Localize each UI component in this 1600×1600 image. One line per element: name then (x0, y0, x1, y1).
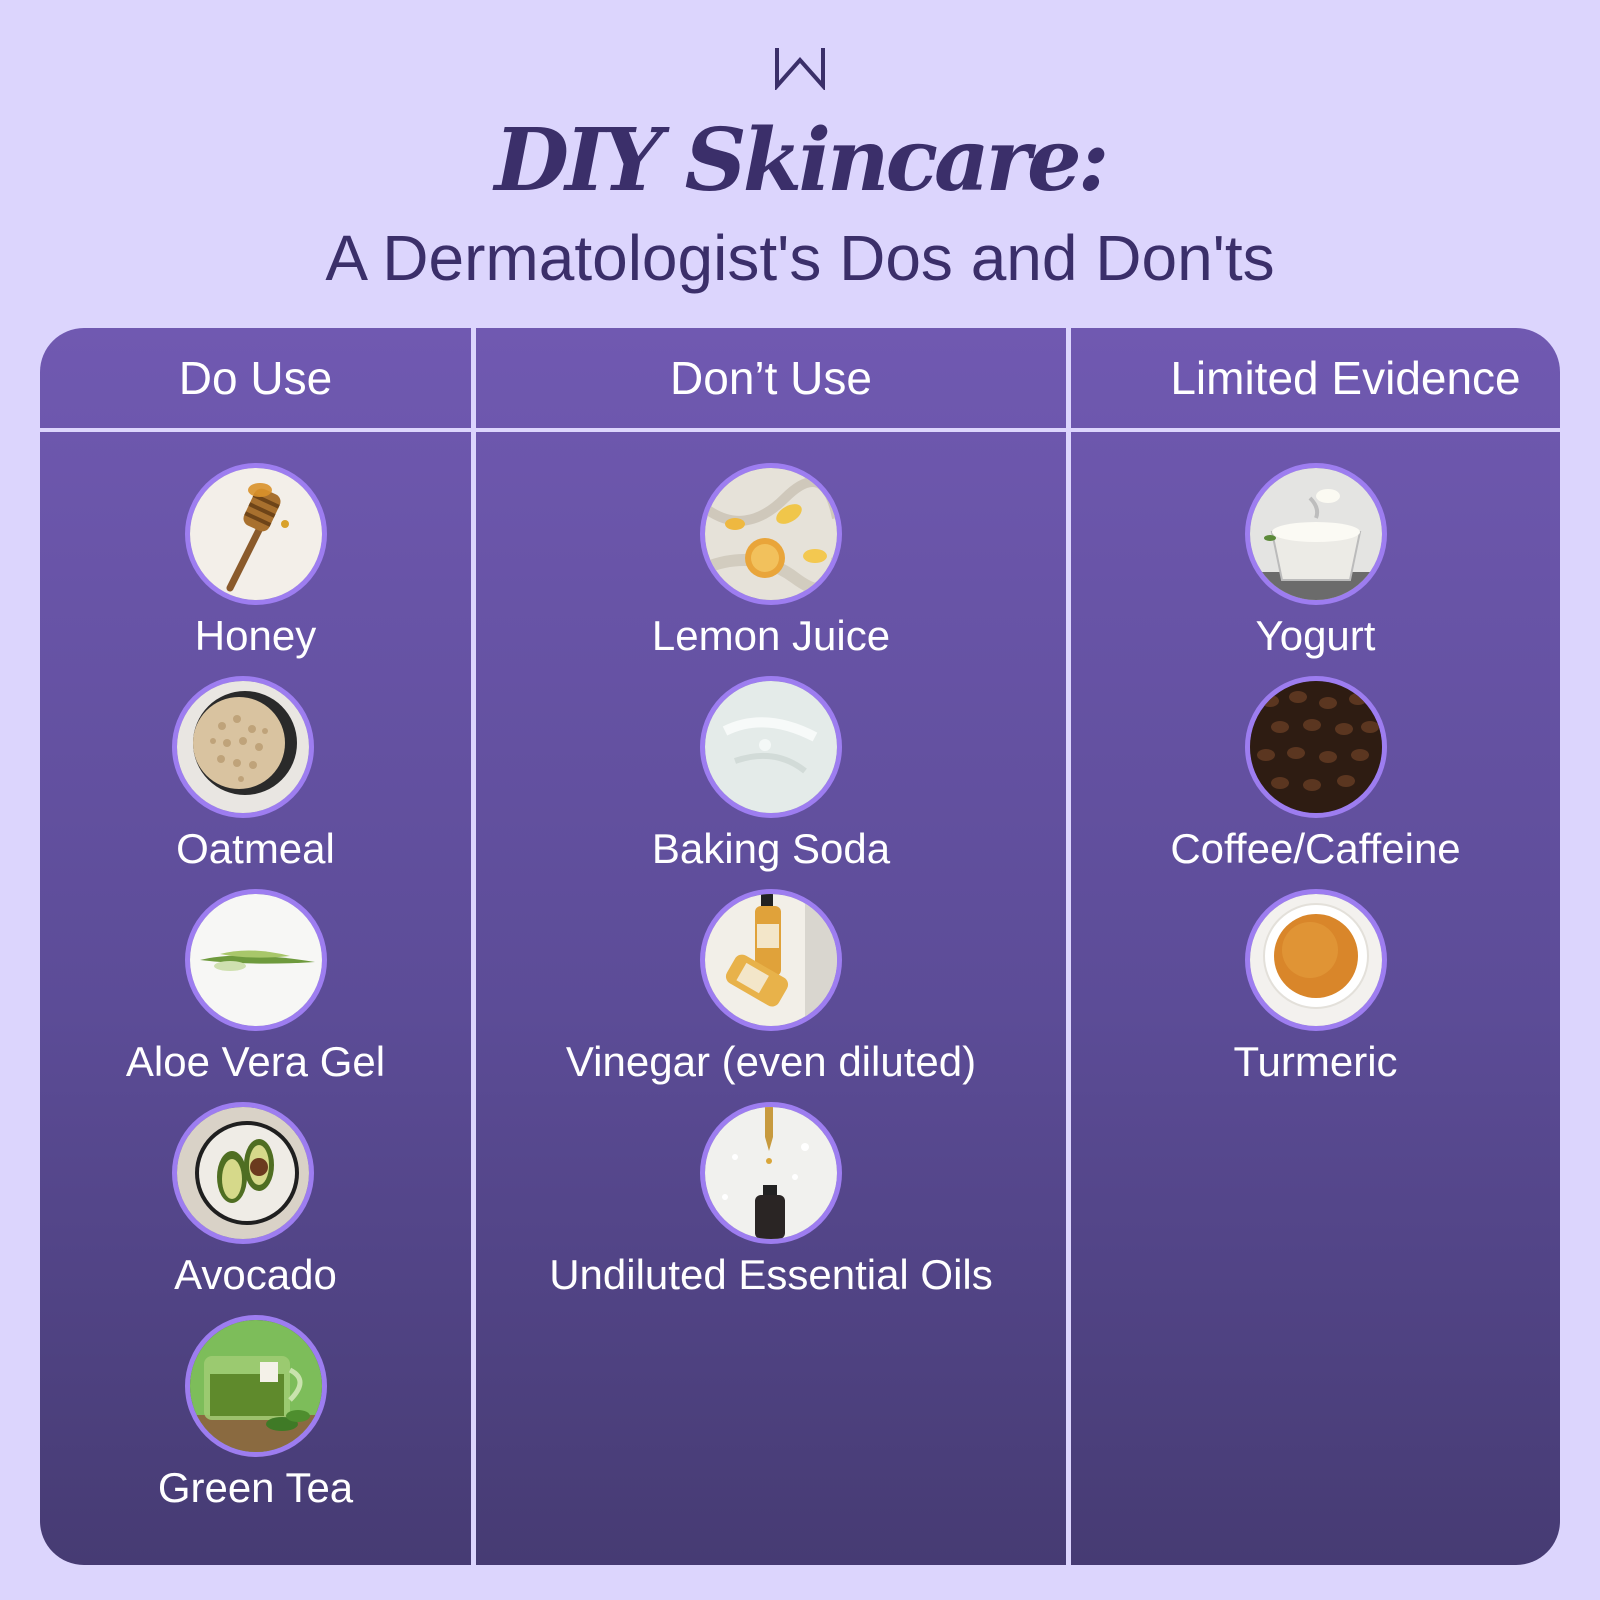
list-item-coffee: Coffee/Caffeine (1071, 676, 1560, 886)
list-item-green-tea: Green Tea (40, 1315, 471, 1525)
column-heading-do-use: Do Use (178, 352, 333, 404)
column-divider (471, 328, 476, 1565)
list-item-lemon-juice: Lemon Juice (476, 463, 1066, 673)
page-title: DIY Skincare: (494, 110, 1110, 211)
column-dont-use: Don’t Use Lemon Juice (476, 328, 1066, 1565)
item-label: Turmeric (1233, 1038, 1398, 1085)
list-item-baking-soda: Baking Soda (476, 676, 1066, 886)
column-do-use: Do Use Honey (40, 328, 471, 1565)
item-label: Baking Soda (651, 825, 891, 872)
column-heading-limited-evidence: Limited Evidence (1170, 352, 1521, 404)
coffee-beans-icon (1244, 676, 1387, 818)
list-item-essential-oils: Undiluted Essential Oils (476, 1102, 1066, 1312)
item-label: Undiluted Essential Oils (549, 1251, 993, 1298)
header-divider (40, 428, 1560, 432)
lemon-icon (700, 463, 842, 605)
column-divider (1066, 328, 1071, 1565)
column-heading-dont-use: Don’t Use (670, 352, 872, 404)
ingredients-table: Do Use Honey (40, 328, 1560, 1565)
item-label: Honey (194, 612, 317, 659)
list-item-vinegar: Vinegar (even diluted) (476, 889, 1066, 1099)
item-label: Yogurt (1255, 612, 1376, 659)
item-label: Vinegar (even diluted) (565, 1038, 977, 1085)
item-label: Green Tea (157, 1464, 354, 1511)
oatmeal-bowl-icon (171, 676, 314, 818)
list-item-avocado: Avocado (40, 1102, 471, 1312)
list-item-honey: Honey (40, 463, 471, 673)
list-item-aloe-vera-gel: Aloe Vera Gel (40, 889, 471, 1099)
honey-dipper-icon (184, 463, 327, 605)
list-item-turmeric: Turmeric (1071, 889, 1560, 1099)
item-label: Oatmeal (176, 825, 335, 872)
item-label: Aloe Vera Gel (125, 1038, 386, 1085)
item-label: Coffee/Caffeine (1170, 825, 1461, 872)
turmeric-bowl-icon (1244, 889, 1387, 1031)
yogurt-bowl-icon (1244, 463, 1387, 605)
vinegar-bottle-icon (700, 889, 842, 1031)
column-limited-evidence: Limited Evidence Yogurt (1071, 328, 1560, 1565)
item-label: Lemon Juice (651, 612, 891, 659)
aloe-vera-icon (184, 889, 327, 1031)
list-item-yogurt: Yogurt (1071, 463, 1560, 673)
page-subtitle: A Dermatologist's Dos and Don'ts (325, 222, 1275, 294)
green-tea-icon (184, 1315, 327, 1457)
essential-oil-dropper-icon (700, 1102, 842, 1244)
w-letter-logo-icon (775, 48, 825, 90)
baking-soda-icon (700, 676, 842, 818)
avocado-icon (171, 1102, 314, 1244)
item-label: Avocado (174, 1251, 337, 1298)
list-item-oatmeal: Oatmeal (40, 676, 471, 886)
